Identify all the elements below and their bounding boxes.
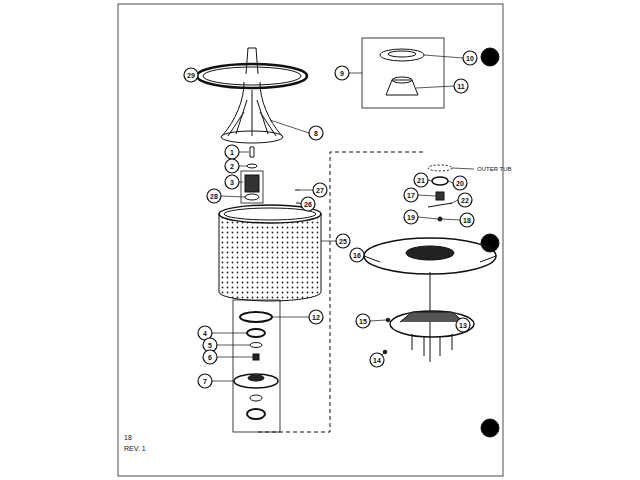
punch-hole xyxy=(481,419,499,437)
callout-circle xyxy=(456,318,470,332)
callout-number: 10 xyxy=(466,55,474,62)
callout-number: 2 xyxy=(230,163,234,170)
callout-circle xyxy=(454,79,468,93)
callout-circle xyxy=(370,353,384,367)
callout-circle xyxy=(184,68,198,82)
callout-circle xyxy=(309,126,323,140)
callout-number: 6 xyxy=(208,354,212,361)
callout-number: 13 xyxy=(459,322,467,329)
note-text: OUTER TUB xyxy=(477,166,512,172)
callout-number: 4 xyxy=(203,330,207,337)
callout-number: 25 xyxy=(339,238,347,245)
agitator xyxy=(197,48,307,143)
callout-number: 16 xyxy=(353,252,361,259)
callout-circle xyxy=(225,175,239,189)
leader-line xyxy=(197,55,474,381)
callout-number: 22 xyxy=(461,197,469,204)
callout-circle xyxy=(309,310,323,324)
callout-number: 17 xyxy=(407,192,415,199)
callout-circle xyxy=(414,173,428,187)
callout-circle xyxy=(225,159,239,173)
dashed-connection xyxy=(258,152,426,432)
callout-number: 15 xyxy=(359,318,367,325)
callout-circle xyxy=(336,234,350,248)
gasket xyxy=(240,312,272,322)
callout-number: 18 xyxy=(463,217,471,224)
punch-hole xyxy=(481,234,499,252)
callout-number: 12 xyxy=(312,314,320,321)
callout-number: 5 xyxy=(208,342,212,349)
hub-group xyxy=(233,300,280,432)
callout-number: 9 xyxy=(340,70,344,77)
callout-circle xyxy=(207,189,221,203)
callout-number: 8 xyxy=(314,130,318,137)
page-number: 18 xyxy=(124,434,132,441)
callout-circle xyxy=(458,193,472,207)
callout-number: 20 xyxy=(456,180,464,187)
callout-circle xyxy=(350,248,364,262)
callout-number: 14 xyxy=(373,357,381,364)
callout-circle xyxy=(356,314,370,328)
callout-number: 27 xyxy=(316,187,324,194)
callout-number: 1 xyxy=(230,149,234,156)
punch-hole xyxy=(481,48,499,66)
callout-circle xyxy=(404,210,418,224)
sheet-edge xyxy=(118,4,503,476)
callout-circle xyxy=(313,183,327,197)
callout-number: 19 xyxy=(407,214,415,221)
callout-number: 7 xyxy=(203,378,207,385)
callout-number: 21 xyxy=(417,177,425,184)
page-number: REV. 1 xyxy=(124,445,146,452)
callout-circle xyxy=(335,66,349,80)
callout-number: 3 xyxy=(230,179,234,186)
transmission-assembly xyxy=(364,165,496,362)
callout-number: 28 xyxy=(210,193,218,200)
callout-number: 29 xyxy=(187,72,195,79)
callout-circle xyxy=(301,197,315,211)
screw xyxy=(295,190,300,203)
spin-basket xyxy=(219,205,321,301)
callout-number: 11 xyxy=(457,83,464,90)
agitator-fasteners xyxy=(241,147,263,203)
callout-circle xyxy=(225,145,239,159)
callout-circle xyxy=(203,350,217,364)
callout-number: 26 xyxy=(304,201,312,208)
callout-circle xyxy=(198,374,212,388)
callout-circle xyxy=(453,176,467,190)
callout-circle xyxy=(404,188,418,202)
part-kit-box xyxy=(362,38,444,108)
callout-circle xyxy=(460,213,474,227)
callout-circle xyxy=(463,51,477,65)
callout-circles xyxy=(184,51,477,388)
